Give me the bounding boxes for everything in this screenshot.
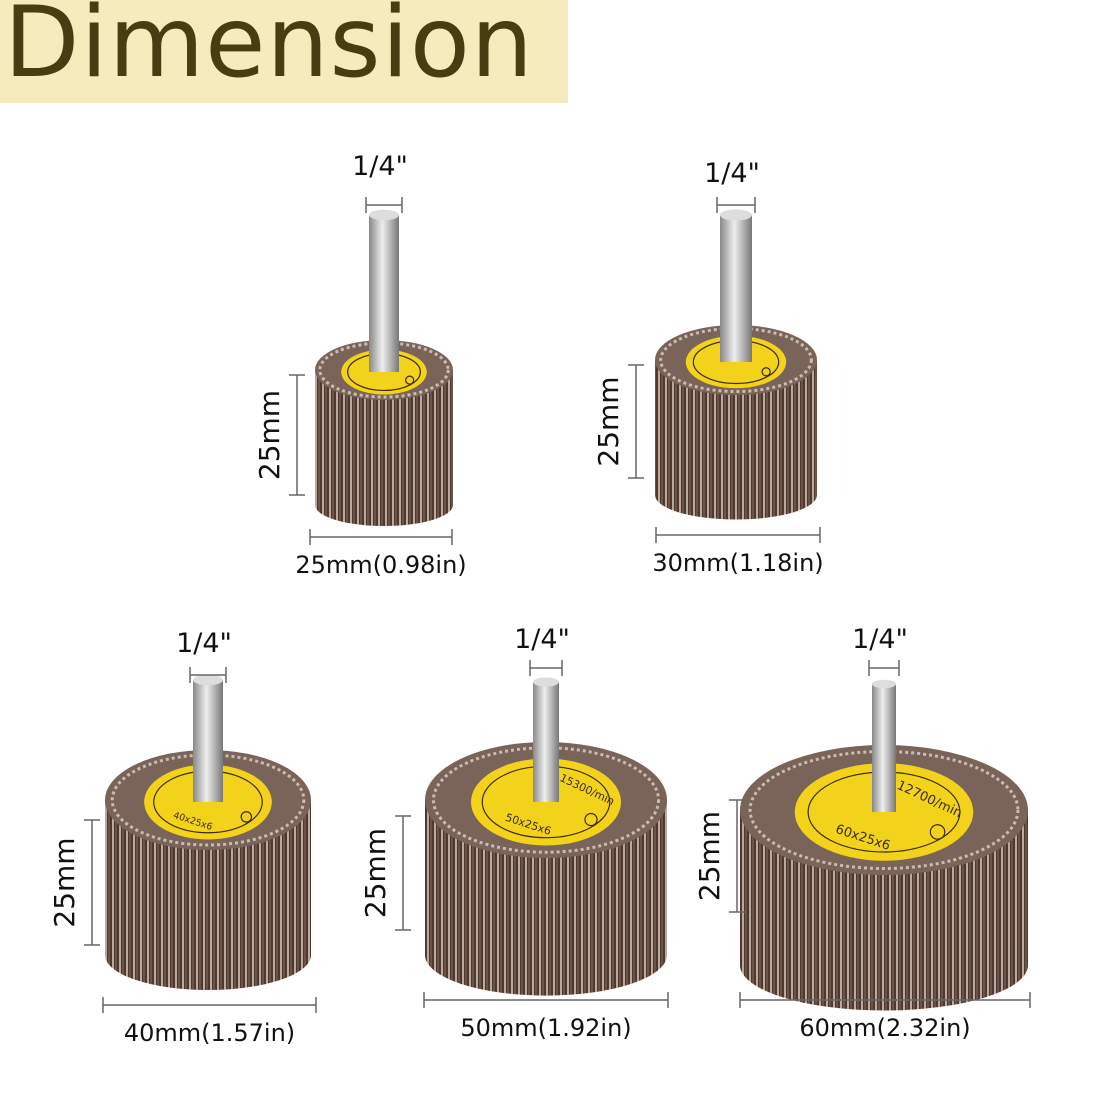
wheel-body bbox=[655, 360, 817, 520]
height-label: 25mm bbox=[48, 837, 81, 927]
shaft-end bbox=[193, 674, 223, 686]
shaft bbox=[369, 215, 399, 372]
flap-wheel-1: 1/4" 25mm 25mm(0.98in) bbox=[253, 151, 467, 579]
width-dimension-line bbox=[739, 992, 1031, 1008]
shaft-end bbox=[533, 677, 559, 687]
shaft-end bbox=[720, 209, 752, 221]
shank-dimension-line bbox=[365, 197, 403, 213]
width-label: 30mm(1.18in) bbox=[652, 549, 823, 577]
width-label: 60mm(2.32in) bbox=[799, 1014, 970, 1042]
height-dimension-line bbox=[628, 364, 644, 479]
wheel-flap-edges bbox=[431, 746, 661, 854]
shaft-end bbox=[872, 679, 896, 689]
safety-mark-icon bbox=[584, 812, 598, 827]
shank-label: 1/4" bbox=[352, 151, 408, 182]
shank-dimension-line bbox=[529, 660, 563, 676]
safety-mark-icon bbox=[240, 811, 253, 823]
width-dimension-line bbox=[102, 997, 317, 1013]
height-dimension-line bbox=[395, 815, 411, 931]
safety-mark-icon bbox=[761, 367, 771, 377]
shank-dimension-line bbox=[189, 667, 227, 683]
shank-label: 1/4" bbox=[852, 624, 908, 655]
width-label: 50mm(1.92in) bbox=[460, 1014, 631, 1042]
height-label: 25mm bbox=[359, 828, 392, 918]
height-label: 25mm bbox=[693, 811, 726, 901]
wheel-body bbox=[315, 370, 453, 526]
shaft bbox=[193, 680, 223, 802]
wheel-flap-edges bbox=[659, 327, 813, 393]
width-label: 40mm(1.57in) bbox=[124, 1019, 295, 1047]
shaft bbox=[533, 682, 559, 802]
shaft bbox=[720, 215, 752, 362]
width-dimension-line bbox=[309, 529, 453, 545]
safety-mark-icon bbox=[929, 824, 946, 840]
shank-label: 1/4" bbox=[176, 628, 232, 659]
shank-label: 1/4" bbox=[514, 624, 570, 655]
shaft-end bbox=[369, 209, 399, 221]
safety-mark-icon bbox=[405, 375, 415, 385]
title-banner: Dimension bbox=[0, 0, 568, 103]
height-dimension-line bbox=[729, 799, 745, 913]
shank-dimension-line bbox=[716, 197, 756, 213]
height-dimension-line bbox=[84, 819, 100, 946]
width-dimension-line bbox=[423, 992, 669, 1008]
shank-dimension-line bbox=[868, 660, 900, 676]
width-label: 25mm(0.98in) bbox=[295, 551, 466, 579]
height-dimension-line bbox=[289, 374, 305, 496]
height-label: 25mm bbox=[253, 390, 286, 480]
shank-label: 1/4" bbox=[704, 158, 760, 189]
width-dimension-line bbox=[655, 527, 821, 543]
page-title: Dimension bbox=[4, 0, 534, 100]
wheel-body bbox=[105, 800, 311, 990]
height-label: 25mm bbox=[592, 376, 625, 466]
flap-wheel-2: 1/4" 25mm 30mm(1.18in) bbox=[592, 158, 824, 577]
shaft bbox=[872, 684, 896, 812]
